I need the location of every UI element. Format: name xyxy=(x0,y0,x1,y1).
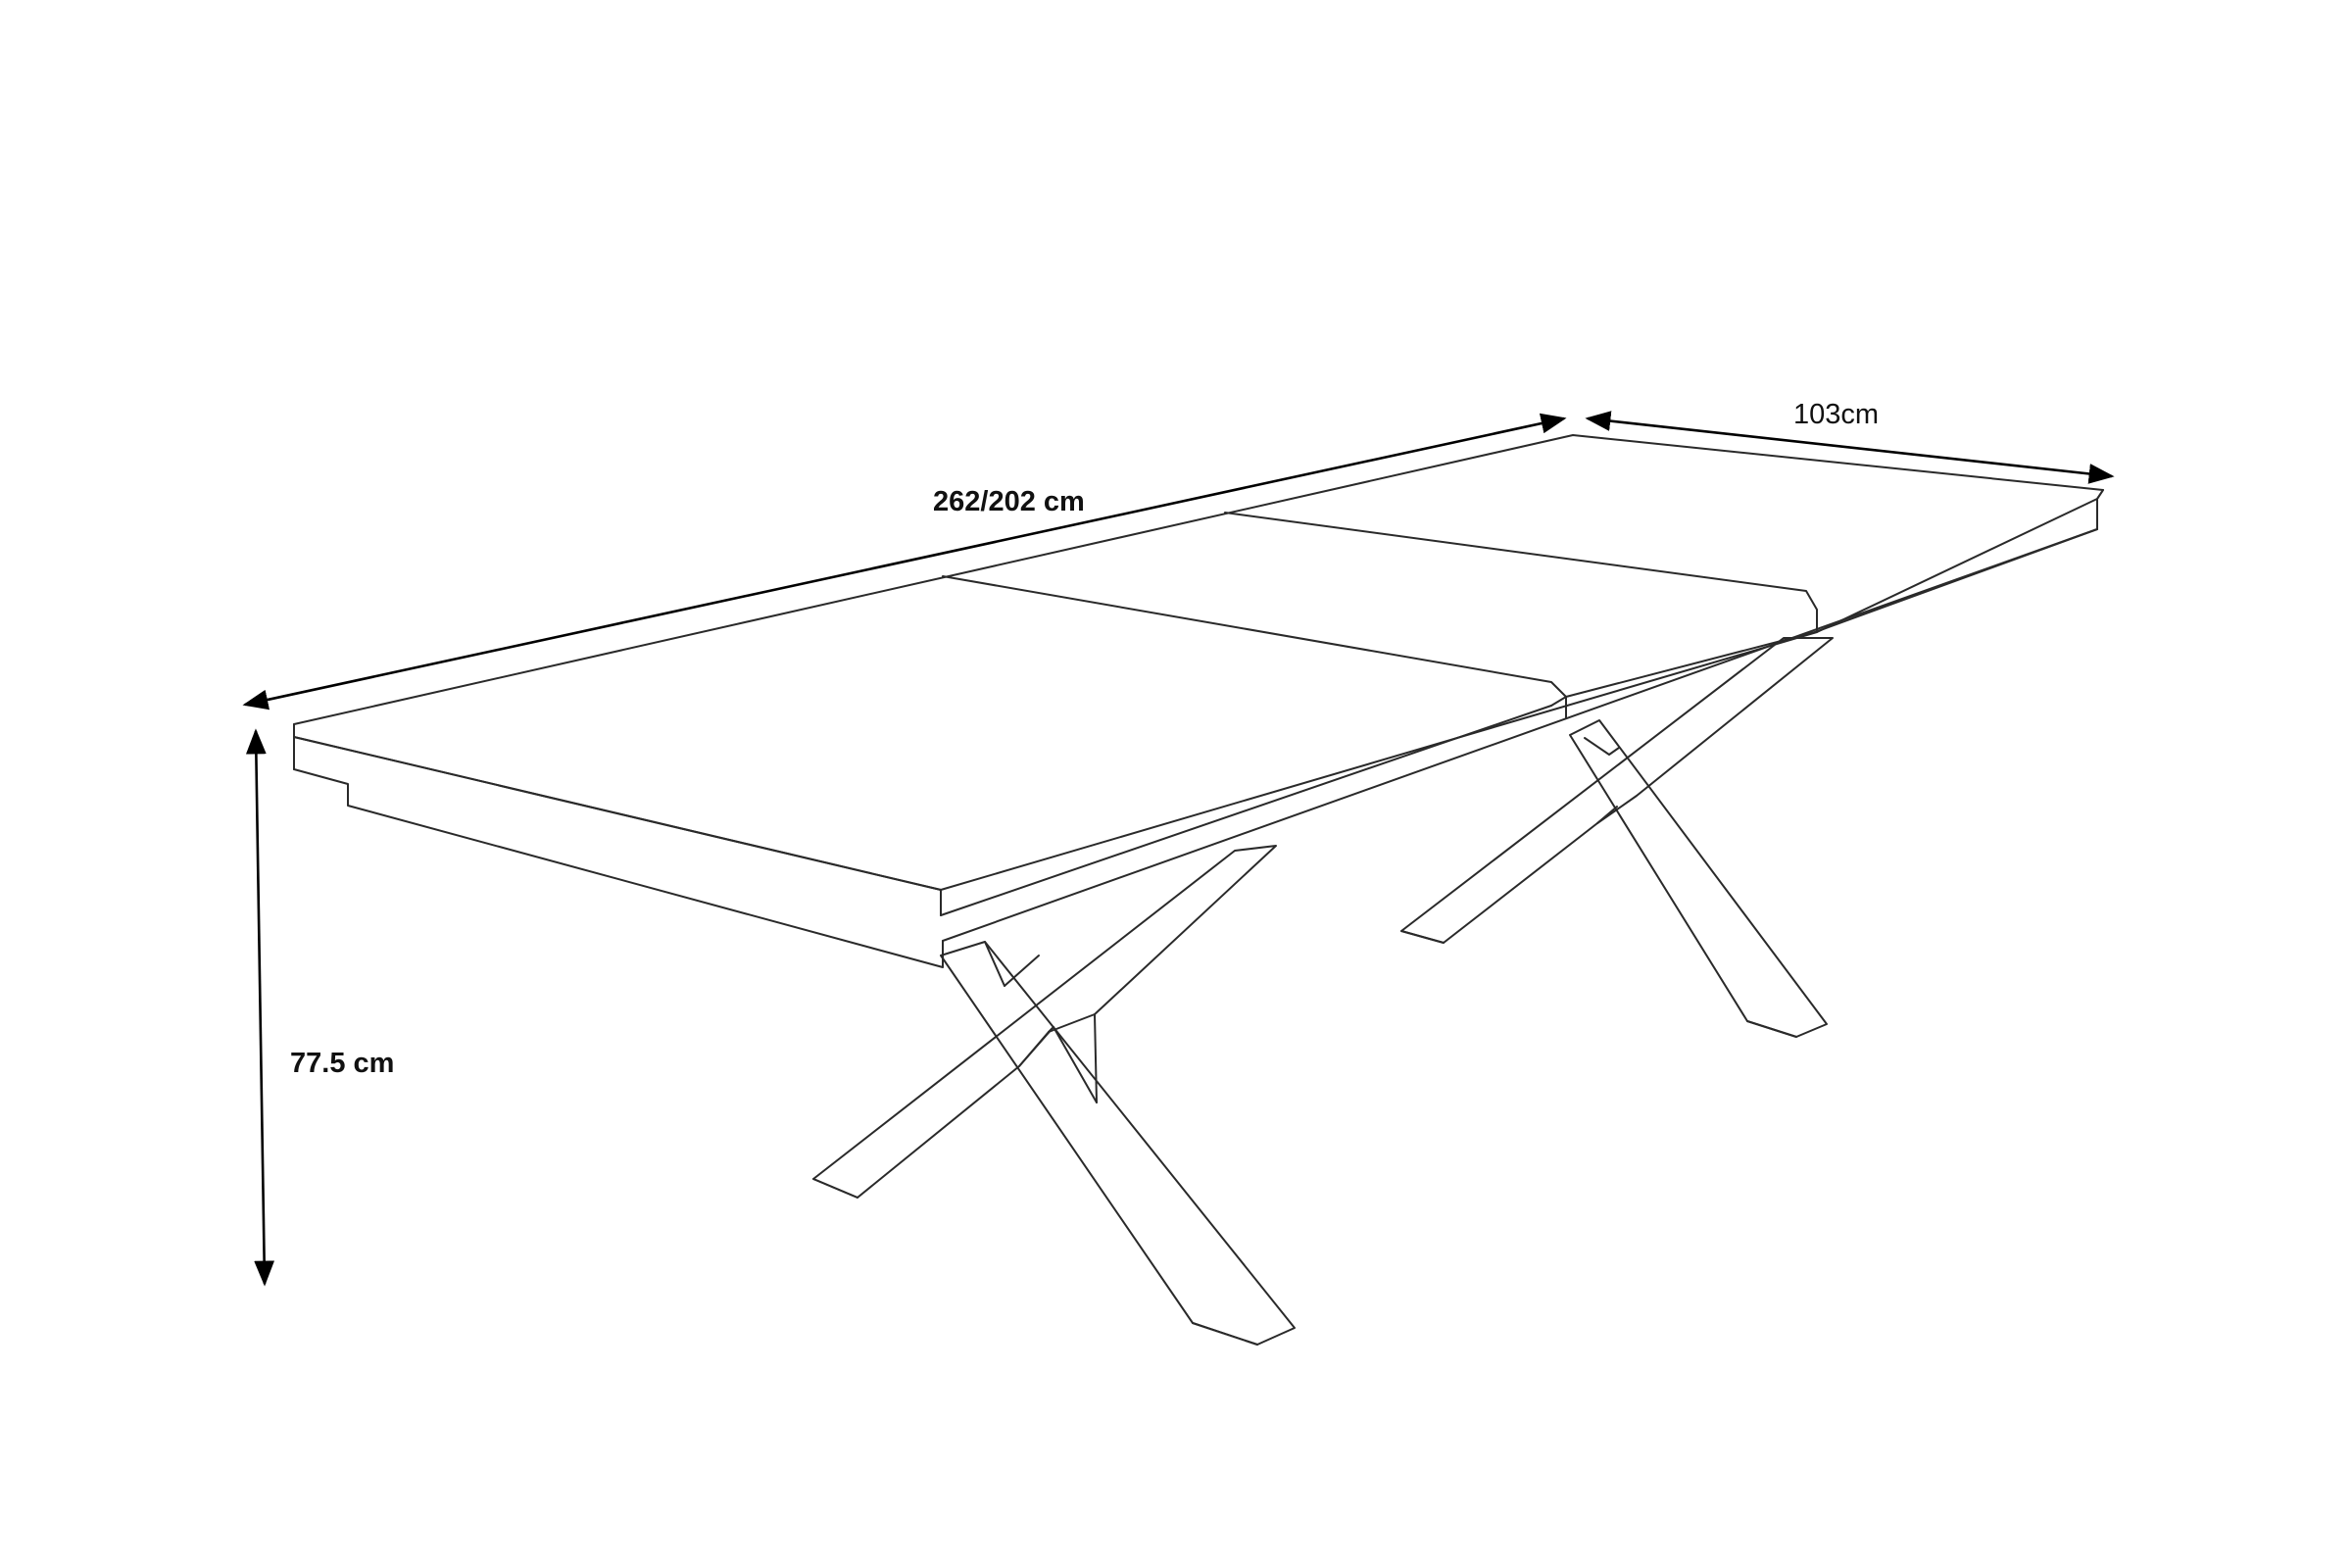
table-top xyxy=(293,434,2104,968)
back-leg-inner-1 xyxy=(1584,737,1620,756)
front-leg-bar-a-inner xyxy=(1048,1026,1098,1103)
front-leg-cross-1 xyxy=(1004,955,1040,987)
height-dimension-arrow xyxy=(245,728,275,1287)
front-leg-bar-a xyxy=(940,941,1296,1346)
back-leg-foot-a xyxy=(1746,1020,1797,1038)
tabletop-surface xyxy=(293,434,2104,891)
leaf-seam-2 xyxy=(1224,512,1818,633)
leaf-seam-1 xyxy=(942,575,1567,719)
back-leg-bar-a xyxy=(1569,719,1828,1038)
tabletop-thickness-line-2 xyxy=(1550,696,1567,707)
front-x-leg xyxy=(812,845,1296,1346)
back-leg-inner-2 xyxy=(1596,806,1618,824)
length-label: 262/202 cm xyxy=(933,486,1085,517)
tabletop-right-edge xyxy=(2096,489,2104,530)
width-dimension-arrow xyxy=(1585,411,2115,484)
apron-under-line xyxy=(942,528,2098,942)
front-leg-cross-2 xyxy=(1018,1026,1054,1067)
length-dimension-arrow xyxy=(242,413,1567,710)
height-label: 77.5 cm xyxy=(290,1048,394,1079)
front-leg-cross-3 xyxy=(1094,1013,1098,1103)
front-leg-foot-a xyxy=(1192,1322,1258,1346)
width-label: 103cm xyxy=(1793,399,1879,430)
tabletop-thickness-line-3 xyxy=(1565,631,1816,698)
back-x-leg xyxy=(1400,637,1834,1038)
dimension-lines xyxy=(242,411,2115,1287)
tabletop-front-edge xyxy=(293,723,942,916)
tabletop-thickness-line-1 xyxy=(940,705,1552,916)
back-leg-foot-b xyxy=(1400,930,1445,944)
front-leg-bar-b xyxy=(812,845,1277,1199)
front-leg-foot-b xyxy=(812,1178,858,1199)
front-leg-bar-b-inner xyxy=(984,941,1005,987)
